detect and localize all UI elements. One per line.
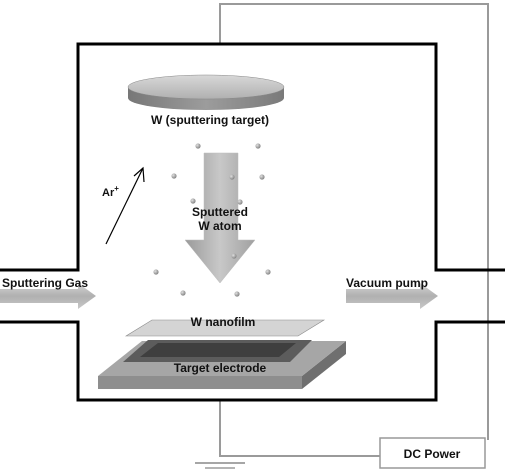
w-atom	[259, 174, 265, 180]
sputtering-target	[127, 74, 285, 110]
w-atom-particles	[153, 143, 271, 297]
w-nanofilm	[124, 319, 326, 337]
power-wiring	[195, 3, 489, 469]
gas-inlet-arrow	[0, 283, 96, 309]
dc-power-label: DC Power	[404, 447, 461, 461]
w-atom	[180, 290, 186, 296]
w-atom	[255, 143, 261, 149]
w-atom	[171, 173, 177, 179]
sputter-flow-arrow	[184, 152, 256, 284]
target-label: W (sputtering target)	[151, 113, 269, 127]
target-electrode	[98, 340, 346, 389]
w-atom	[195, 143, 201, 149]
w-atom	[229, 174, 235, 180]
w-atom	[231, 253, 237, 259]
w-atom	[190, 198, 196, 204]
vacuum-pump-label: Vacuum pump	[346, 276, 428, 290]
w-atom	[234, 291, 240, 297]
sputtered-label-line1: Sputtered	[192, 205, 248, 219]
w-atom	[265, 269, 271, 275]
dc-power-box	[379, 437, 486, 469]
electrode-label: Target electrode	[174, 361, 267, 375]
chamber-wall	[0, 42, 505, 402]
nanofilm-label: W nanofilm	[191, 315, 256, 329]
vacuum-pump-arrow	[346, 283, 438, 309]
argon-ion-label: Ar+	[102, 184, 119, 199]
w-atom	[237, 199, 243, 205]
sputtered-label-line2: W atom	[198, 219, 241, 233]
argon-ion-arrow	[105, 166, 145, 245]
gas-inlet-label: Sputtering Gas	[2, 276, 88, 290]
w-atom	[153, 269, 159, 275]
